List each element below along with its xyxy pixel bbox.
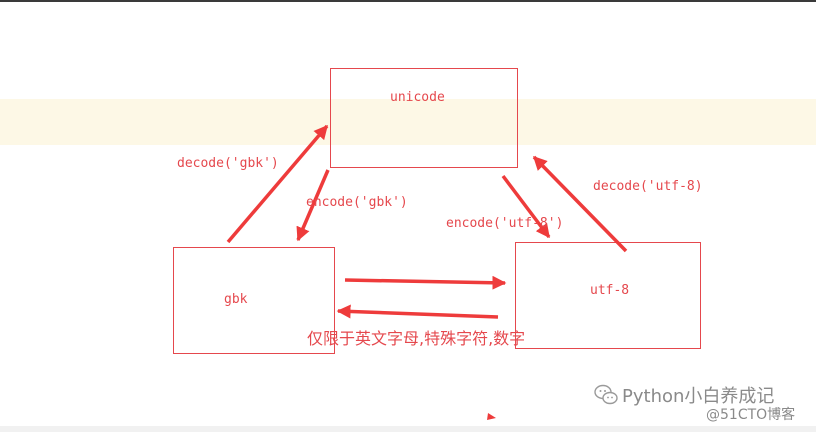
arrow-unicode-to-utf8: [501, 174, 551, 239]
watermark-blog: @51CTO博客: [706, 407, 796, 423]
unicode-node: [330, 68, 518, 168]
arrow-unicode-to-gbk: [296, 169, 330, 242]
utf8-node: [515, 242, 701, 349]
charset-note: 仅限于英文字母,特殊字符,数字: [307, 329, 526, 348]
encode-utf8-label: encode('utf-8'): [446, 216, 564, 231]
watermark-title: Python小白养成记: [622, 386, 775, 407]
decode-gbk-label: decode('gbk'): [177, 156, 279, 171]
unicode-label: unicode: [390, 90, 445, 105]
gbk-label: gbk: [224, 292, 248, 307]
arrow-utf8-to-gbk: [336, 304, 499, 319]
arrow-utf8-to-unicode: [532, 155, 628, 253]
encode-gbk-label: encode('gbk'): [306, 195, 408, 210]
top-border: [0, 0, 816, 2]
wechat-icon: [594, 384, 618, 405]
stray-mark: [487, 413, 496, 420]
highlight-band: [0, 99, 816, 145]
bottom-band: [0, 426, 816, 432]
decode-utf8-label: decode('utf-8): [593, 179, 703, 194]
gbk-node: [173, 247, 335, 354]
arrow-gbk-to-utf8: [344, 275, 507, 290]
arrow-gbk-to-unicode: [226, 124, 329, 244]
utf8-label: utf-8: [590, 283, 630, 298]
